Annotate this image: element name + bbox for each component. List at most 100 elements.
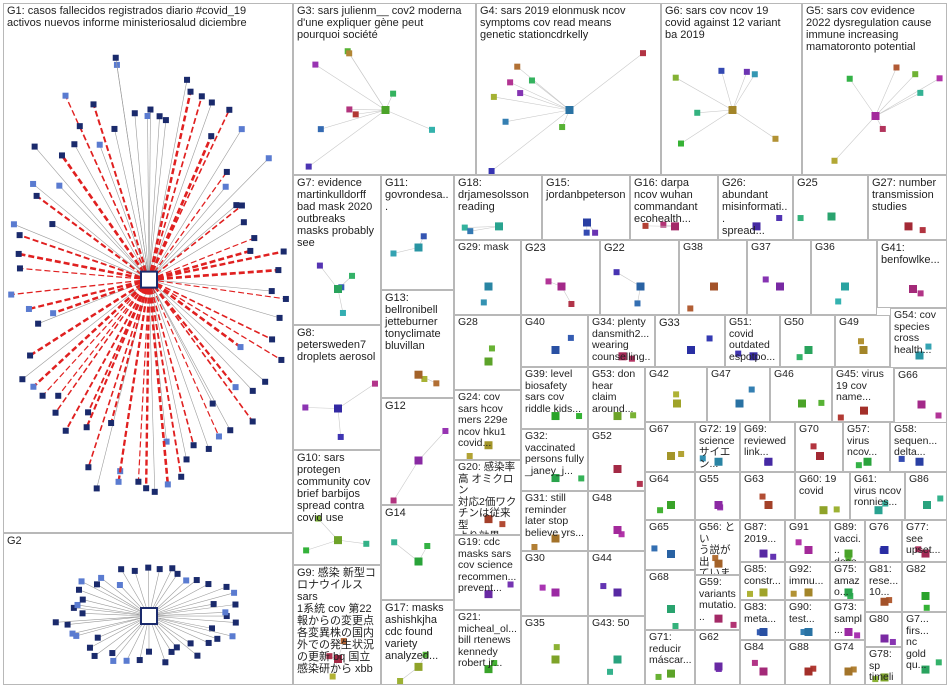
edge [35, 195, 150, 281]
cluster-g1: G1: casos fallecidos registrados diario … [3, 3, 293, 533]
cluster-label: G80 [869, 613, 889, 625]
center-node [551, 346, 560, 354]
center-node [334, 655, 342, 663]
edge [148, 279, 254, 422]
cluster-label: G40 [525, 316, 545, 328]
edge [137, 279, 150, 482]
cluster-graph-g18 [461, 222, 503, 235]
node [466, 453, 473, 459]
cluster-g76: G76 [865, 520, 902, 562]
node [15, 250, 22, 257]
node [262, 378, 269, 385]
cluster-graph-g56 [712, 555, 723, 568]
node [919, 227, 926, 234]
node [340, 638, 347, 645]
edge [81, 581, 150, 617]
cluster-label: G27: number transmission studies [872, 177, 937, 213]
cluster-graph-g15 [583, 218, 599, 236]
node [672, 74, 679, 81]
node [879, 125, 886, 132]
node [936, 75, 943, 82]
cluster-graph-g43 [607, 655, 622, 675]
center-node [414, 370, 423, 379]
edge [32, 278, 150, 388]
node [73, 632, 80, 639]
edge [11, 278, 150, 296]
cluster-g50: G50 [780, 315, 835, 367]
center-node [844, 628, 853, 636]
edge [493, 96, 570, 111]
edge [732, 109, 776, 140]
cluster-g29: G29: mask [454, 240, 521, 315]
node [795, 539, 802, 546]
cluster-label: G21: micheal_ol... bill rtenews kennedy … [458, 611, 517, 669]
edge [148, 171, 228, 280]
node [935, 412, 942, 419]
cluster-g36: G36 [811, 240, 877, 315]
edge [148, 615, 233, 637]
node [198, 93, 205, 100]
center-node [671, 222, 679, 231]
edge [875, 92, 921, 117]
node [240, 219, 247, 226]
cluster-graph-g80 [880, 634, 896, 645]
node [937, 495, 944, 502]
node [278, 356, 285, 363]
center-node [921, 665, 930, 674]
node [223, 168, 230, 175]
edge [148, 615, 236, 623]
cluster-graph-g2 [52, 564, 239, 666]
node [371, 380, 378, 387]
edge [59, 185, 150, 280]
center-node [844, 667, 853, 676]
cluster-g61: G61: virus ncov ronnies... [850, 472, 905, 520]
center-node [804, 667, 813, 676]
node [275, 267, 282, 274]
node [502, 118, 509, 125]
center-node [904, 222, 913, 231]
node [187, 640, 194, 647]
node [232, 619, 239, 626]
center-node [710, 282, 718, 291]
center-node [414, 557, 423, 566]
cluster-g32: G32: vaccinated persons fully _janey_j..… [521, 429, 588, 491]
cluster-graph-g60 [819, 506, 840, 515]
cluster-graph-g86 [923, 495, 944, 509]
center-node [880, 546, 889, 554]
node [568, 300, 575, 307]
cluster-g10: G10: sars protegen community cov brief b… [293, 450, 381, 565]
node [58, 152, 65, 159]
node [751, 71, 758, 78]
cluster-label: G91 [789, 521, 809, 533]
cluster-graph-g34 [618, 352, 635, 362]
cluster-label: G15: jordanbpeterson [546, 177, 626, 201]
edge [148, 279, 272, 292]
edge [147, 279, 170, 485]
node [363, 540, 370, 547]
cluster-label: G11: govrondesa... [385, 177, 449, 213]
node [183, 577, 190, 584]
cluster-g8: G8: petersweden7 droplets aerosol [293, 325, 381, 450]
node [91, 652, 98, 659]
cluster-graph-g62 [714, 662, 723, 672]
edge [148, 279, 210, 450]
center-node [334, 404, 342, 413]
node [208, 99, 215, 106]
node [10, 221, 17, 228]
node [846, 75, 853, 82]
node [421, 375, 428, 382]
node [889, 638, 896, 645]
node [76, 123, 83, 130]
cluster-graph-g28 [484, 345, 495, 366]
node [718, 67, 725, 74]
cluster-g80: G80 [865, 612, 902, 647]
node [233, 202, 240, 209]
edge [148, 279, 286, 300]
edge [148, 279, 280, 319]
edge [875, 73, 916, 117]
node [507, 581, 514, 588]
cluster-label: G33 [659, 317, 680, 329]
edge [87, 279, 150, 468]
center-node [636, 282, 645, 291]
cluster-g66: G66 [894, 368, 947, 423]
